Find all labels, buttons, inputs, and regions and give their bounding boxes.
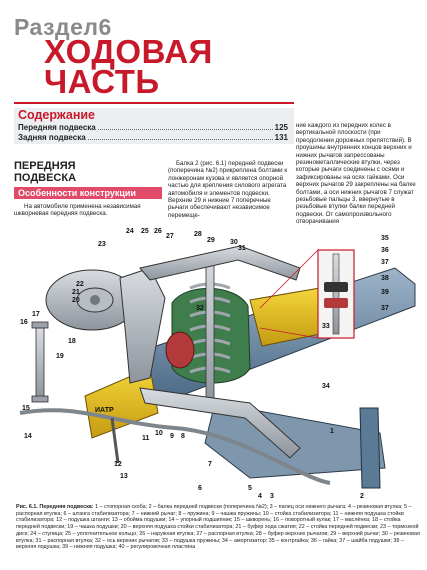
callout-25: 25 [141, 228, 149, 235]
toc-item-label: Передняя подвеска [18, 123, 96, 132]
callout-35: 35 [381, 235, 389, 242]
callout-17: 17 [32, 311, 40, 318]
section-heading: ПЕРЕДНЯЯ ПОДВЕСКА [14, 160, 77, 184]
callout-37b: 37 [381, 305, 389, 312]
toc-item-front-suspension[interactable]: Передняя подвеска 125 [18, 123, 288, 132]
body-column-2: Балка 2 (рис. 6.1) передней подвески (по… [168, 160, 288, 219]
subheading-label: Особенности конструкции [18, 188, 136, 198]
yellow-bracket-left [84, 367, 159, 439]
callout-21: 21 [72, 289, 80, 296]
toc-item-page: 125 [274, 123, 288, 132]
callout-27: 27 [166, 233, 174, 240]
callout-3: 3 [270, 493, 274, 500]
title-divider [14, 102, 294, 104]
callout-15: 15 [22, 405, 30, 412]
callout-30: 30 [230, 239, 238, 246]
suspension-drawing: ИАТР 23 24 25 26 27 28 29 30 31 22 21 20… [19, 228, 416, 500]
chapter-title-line-2: ЧАСТЬ [44, 63, 160, 100]
callout-23: 23 [98, 241, 106, 248]
caption-label: Рис. 6.1. Передняя подвеска: [16, 504, 94, 510]
callout-37: 37 [381, 259, 389, 266]
svg-text:ИАТР: ИАТР [95, 407, 114, 414]
callout-33: 33 [322, 323, 330, 330]
callout-12: 12 [114, 461, 122, 468]
stabilizer-bar [19, 408, 331, 485]
callout-6: 6 [198, 485, 202, 492]
callout-16: 16 [20, 319, 28, 326]
lower-arm [139, 387, 301, 459]
callout-20: 20 [72, 297, 80, 304]
callout-2: 2 [360, 493, 364, 500]
contents-box [14, 108, 294, 144]
callout-13: 13 [120, 473, 128, 480]
body-column-3: ние каждого из передних колес в вертикал… [296, 122, 416, 226]
section-label: Раздел6 [14, 14, 112, 40]
callout-38: 38 [381, 275, 389, 282]
callout-10: 10 [155, 430, 163, 437]
callout-28: 28 [194, 231, 202, 238]
callout-8: 8 [181, 433, 185, 440]
chapter-title-line-1: ХОДОВАЯ [44, 33, 213, 70]
callout-39: 39 [381, 289, 389, 296]
callout-4: 4 [258, 493, 262, 500]
toc-item-label: Задняя подвеска [18, 133, 86, 142]
toc-leader-dots [87, 133, 273, 140]
toc-item-page: 131 [274, 133, 288, 142]
callout-14: 14 [24, 433, 32, 440]
kingpin-detail [35, 327, 45, 399]
contents-heading: Содержание [18, 108, 96, 122]
toc-leader-dots [97, 123, 273, 130]
callout-7: 7 [208, 461, 212, 468]
caption-text: 1 – стопорная скоба; 2 – балка передней … [16, 504, 420, 551]
callout-22: 22 [76, 281, 84, 288]
stabilizer-link [110, 417, 120, 464]
callout-19: 19 [56, 353, 64, 360]
compression-buffer [165, 331, 195, 369]
callout-9: 9 [170, 433, 174, 440]
toc-item-rear-suspension[interactable]: Задняя подвеска 131 [18, 133, 288, 142]
figure-caption: Рис. 6.1. Передняя подвеска: 1 – стопорн… [16, 504, 420, 551]
callout-24: 24 [126, 228, 134, 235]
side-rail [359, 407, 381, 489]
callout-29: 29 [207, 237, 215, 244]
callout-34: 34 [322, 383, 330, 390]
subheading-bar [14, 187, 162, 199]
callout-31: 31 [238, 245, 246, 252]
callout-36: 36 [381, 247, 389, 254]
callout-26: 26 [154, 228, 162, 235]
callout-32: 32 [196, 305, 204, 312]
callout-5: 5 [248, 485, 252, 492]
shock-absorber [205, 255, 215, 407]
upper-arm [139, 245, 301, 281]
callout-18: 18 [68, 338, 76, 345]
intro-paragraph: На автомобиле применена независимая шкво… [14, 203, 141, 218]
callout-1: 1 [330, 428, 334, 435]
callout-11: 11 [142, 435, 150, 442]
